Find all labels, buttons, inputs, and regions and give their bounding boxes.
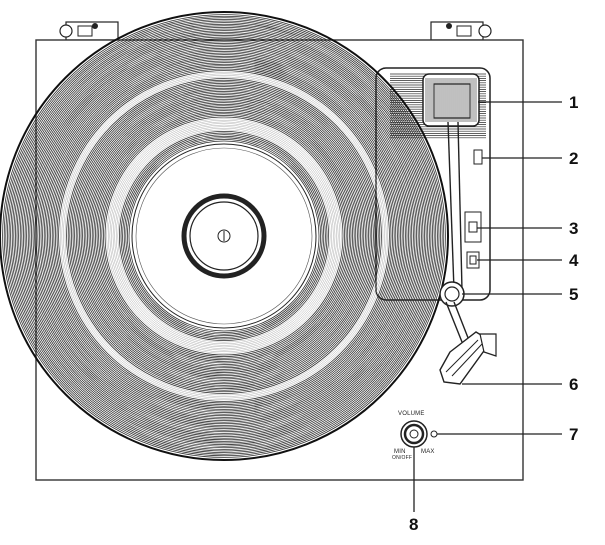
left-hinge xyxy=(59,21,119,41)
counterweight xyxy=(422,73,480,127)
power-indicator xyxy=(430,430,438,438)
cartridge-headshell xyxy=(439,331,497,385)
callout-2: 2 xyxy=(569,149,579,168)
vinyl-record xyxy=(0,11,449,461)
callout-3: 3 xyxy=(569,219,579,238)
callout-6: 6 xyxy=(569,375,579,394)
tonearm xyxy=(422,73,497,385)
callout-5: 5 xyxy=(569,285,579,304)
tonearm-pivot xyxy=(439,281,465,307)
right-hinge xyxy=(430,21,492,41)
min-label: MIN xyxy=(394,449,406,455)
callout-1: 1 xyxy=(569,93,579,112)
callout-4: 4 xyxy=(569,251,579,270)
arm-rest-clip xyxy=(473,149,483,165)
volume-label: VOLUME xyxy=(398,411,425,417)
callout-7: 7 xyxy=(569,425,579,444)
leader-lines xyxy=(413,101,562,512)
callout-8: 8 xyxy=(409,515,419,534)
on-off-label: ON/OFF xyxy=(392,455,413,461)
speed-switch xyxy=(464,211,482,243)
volume-knob xyxy=(400,420,428,448)
max-label: MAX xyxy=(421,449,435,455)
spindle-ring xyxy=(181,193,267,279)
